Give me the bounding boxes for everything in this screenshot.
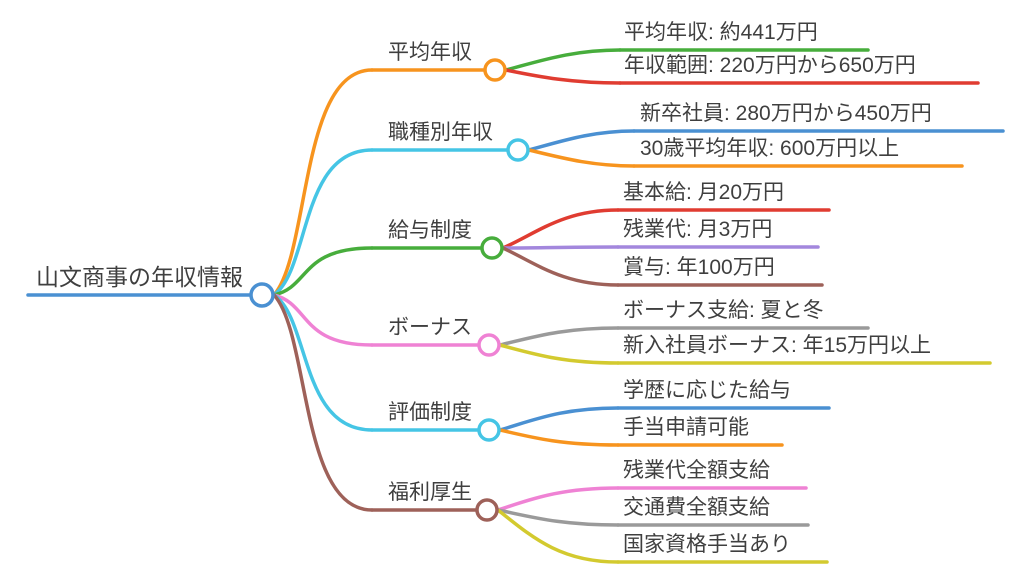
edge-income-by-job-child-1: [527, 148, 636, 168]
edge-salary-system-child-1: [501, 245, 620, 250]
leaf-label-income-by-job-1[interactable]: 30歳平均年収: 600万円以上: [640, 137, 900, 160]
edge-income-by-job-child-0: [527, 129, 636, 152]
edge-evaluation-system-child-0: [498, 406, 620, 432]
edge-average-income-child-0: [504, 48, 622, 72]
leaf-label-benefits-2[interactable]: 国家資格手当あり: [623, 533, 791, 556]
edge-root-to-salary-system: [272, 246, 374, 297]
edge-salary-system-child-2: [501, 246, 620, 287]
branch-label-bonus[interactable]: ボーナス: [388, 316, 472, 339]
leaf-label-salary-system-1[interactable]: 残業代: 月3万円: [623, 218, 773, 241]
edge-benefits-child-0: [496, 486, 620, 512]
leaf-label-salary-system-2[interactable]: 賞与: 年100万円: [623, 256, 775, 279]
leaf-label-benefits-0[interactable]: 残業代全額支給: [623, 459, 770, 482]
leaf-label-benefits-1[interactable]: 交通費全額支給: [623, 496, 770, 519]
leaf-label-evaluation-system-0[interactable]: 学歴に応じた給与: [623, 379, 791, 402]
leaf-label-evaluation-system-1[interactable]: 手当申請可能: [623, 416, 749, 439]
leaf-label-average-income-1[interactable]: 年収範囲: 220万円から650万円: [624, 54, 916, 77]
leaf-label-average-income-0[interactable]: 平均年収: 約441万円: [624, 21, 818, 44]
branch-label-salary-system[interactable]: 給与制度: [388, 219, 472, 242]
edge-evaluation-system-child-1: [498, 428, 620, 447]
edge-root-to-income-by-job: [272, 148, 374, 297]
leaf-label-income-by-job-0[interactable]: 新卒社員: 280万円から450万円: [640, 102, 932, 125]
node-circle-benefits[interactable]: [475, 498, 499, 522]
node-circle-average-income[interactable]: [483, 58, 507, 82]
edge-root-to-evaluation-system: [272, 293, 374, 432]
leaf-label-bonus-1[interactable]: 新入社員ボーナス: 年15万円以上: [623, 334, 932, 357]
edge-benefits-child-1: [496, 508, 620, 527]
edge-bonus-child-0: [498, 326, 620, 347]
edge-root-to-benefits: [272, 293, 374, 512]
branch-label-average-income[interactable]: 平均年収: [388, 41, 472, 64]
node-circle-income-by-job[interactable]: [506, 138, 530, 162]
node-circle-evaluation-system[interactable]: [477, 418, 501, 442]
branch-label-benefits[interactable]: 福利厚生: [388, 481, 472, 504]
edge-salary-system-child-0: [501, 208, 620, 250]
edge-root-to-average-income: [272, 68, 374, 297]
edge-benefits-child-2: [496, 508, 620, 564]
leaf-label-salary-system-0[interactable]: 基本給: 月20万円: [623, 181, 785, 204]
root-node-circle[interactable]: [249, 282, 275, 308]
edge-root-to-bonus: [272, 293, 374, 347]
edge-bonus-child-1: [498, 343, 620, 365]
edge-average-income-child-1: [504, 68, 622, 85]
node-circle-bonus[interactable]: [477, 333, 501, 357]
root-label[interactable]: 山文商事の年収情報: [36, 264, 243, 290]
branch-label-evaluation-system[interactable]: 評価制度: [388, 401, 472, 424]
node-circle-salary-system[interactable]: [480, 236, 504, 260]
branch-label-income-by-job[interactable]: 職種別年収: [388, 121, 493, 144]
leaf-label-bonus-0[interactable]: ボーナス支給: 夏と冬: [623, 299, 824, 322]
